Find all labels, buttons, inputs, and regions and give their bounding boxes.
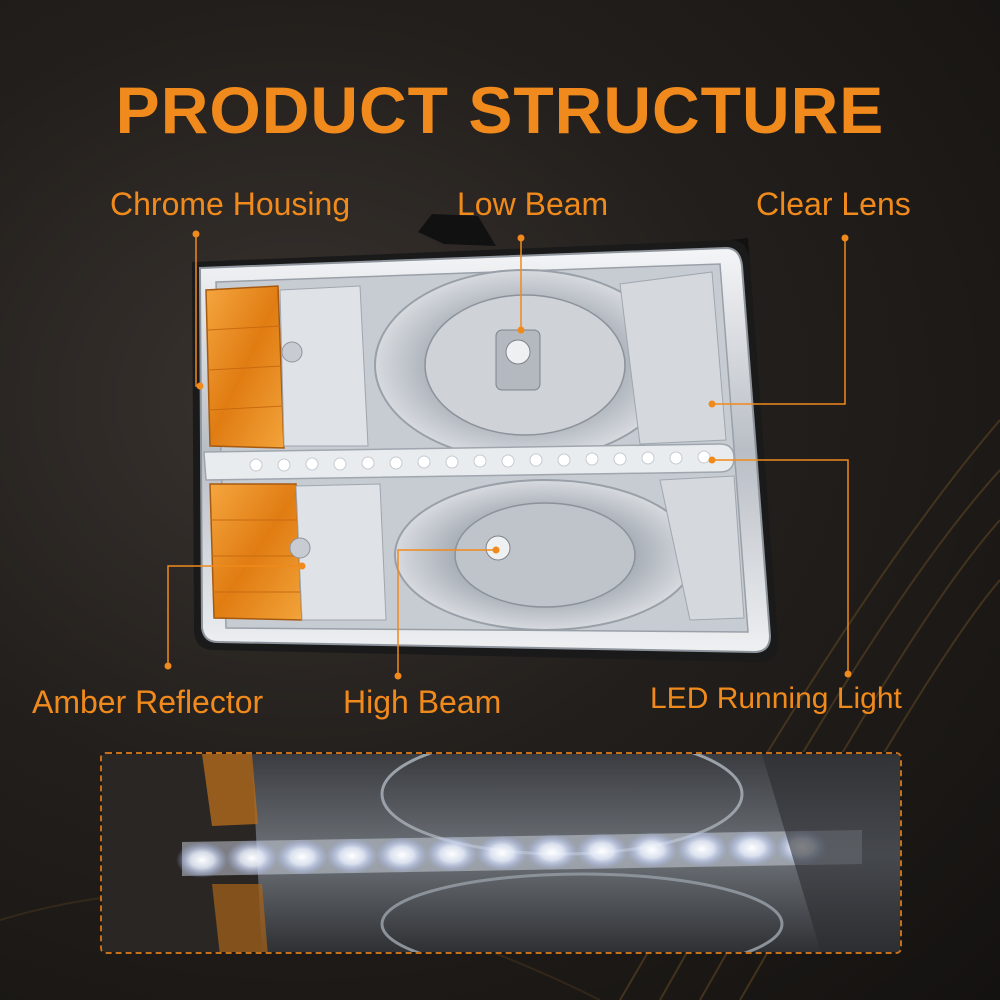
led-light-dot xyxy=(708,456,716,464)
amber-reflector-dot xyxy=(164,662,172,670)
label-clear-lens: Clear Lens xyxy=(756,186,911,222)
high-beam-dot xyxy=(394,672,402,680)
label-chrome-housing: Chrome Housing xyxy=(110,186,351,222)
high-beam-reflector xyxy=(394,479,696,631)
led-running-light-strip xyxy=(203,443,735,481)
label-led-running-light: LED Running Light xyxy=(650,682,902,715)
label-high-beam: High Beam xyxy=(343,684,502,720)
page-title: PRODUCT STRUCTURE xyxy=(115,73,885,147)
low-beam-dot xyxy=(517,326,525,334)
led-detail-closeup xyxy=(100,752,902,954)
low-beam-reflector xyxy=(374,269,676,461)
chrome-housing-dot xyxy=(192,230,200,238)
amber-reflector-upper xyxy=(205,285,285,449)
led-detail-image xyxy=(102,754,900,952)
label-low-beam: Low Beam xyxy=(457,186,609,222)
label-amber-reflector: Amber Reflector xyxy=(32,684,264,720)
amber-reflector-lower xyxy=(209,483,303,621)
clear-lens-dot xyxy=(841,234,849,242)
